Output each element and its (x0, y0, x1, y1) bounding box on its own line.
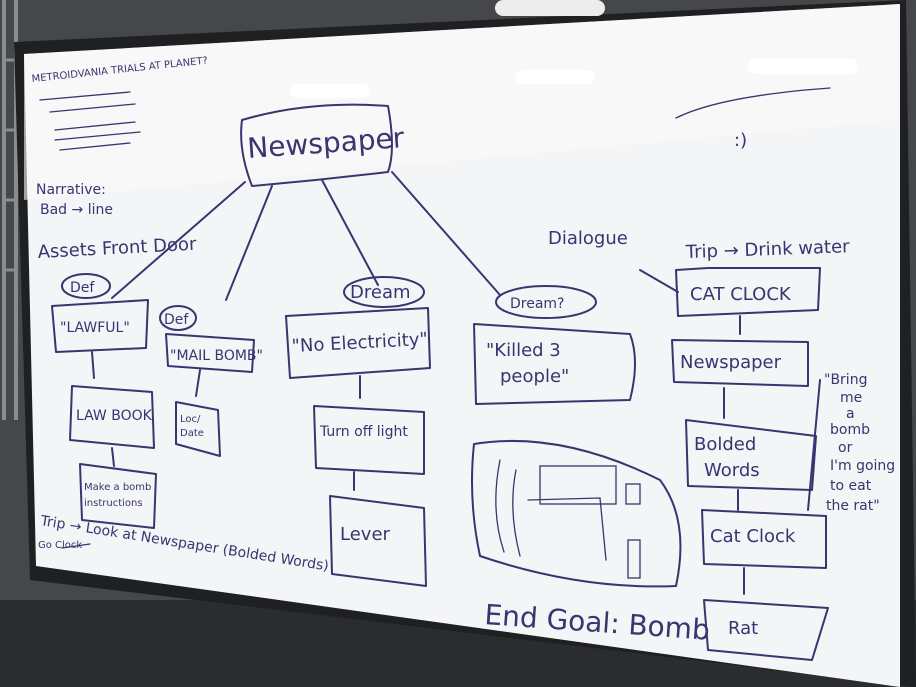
turn-off-light-label: Turn off light (319, 424, 408, 440)
room-sketch (471, 439, 682, 588)
bolded-line: Bolded (694, 434, 756, 455)
law-book-label: LAW BOOK (76, 408, 153, 424)
smiley-face: :) (734, 130, 747, 151)
rat-label: Rat (728, 618, 758, 639)
right-flow: Dialogue Trip → Drink water CAT CLOCK Ne… (548, 228, 895, 661)
mailbomb-label: "MAIL BOMB" (170, 348, 263, 364)
cat-clock-1: CAT CLOCK (690, 284, 792, 305)
light-glare (748, 58, 858, 74)
instructions-label: instructions (84, 498, 143, 509)
dream-question-tag: Dream? (510, 296, 565, 312)
dream-tag: Dream (350, 282, 411, 303)
narrative-label: Narrative: (36, 182, 106, 198)
def-branch-lawful: Def "LAWFUL" LAW BOOK Make a bomb instru… (51, 273, 157, 529)
connector-lines (111, 171, 501, 301)
go-clock-note: Go Clock (38, 540, 82, 551)
svg-text:or: or (838, 440, 853, 456)
svg-text:to eat: to eat (830, 478, 872, 494)
def-tag: Def (70, 280, 95, 296)
svg-text:a: a (846, 406, 855, 422)
light-glare (515, 70, 595, 84)
killed-line1: "Killed 3 (486, 340, 561, 361)
cat-clock-2: Cat Clock (710, 526, 796, 547)
svg-text:the rat": the rat" (826, 498, 880, 514)
svg-text:me: me (840, 390, 862, 406)
dream-branch-killed: Dream? "Killed 3 people" (473, 285, 636, 405)
date-label: Date (180, 428, 204, 439)
def-branch-mailbomb: Def "MAIL BOMB" Loc/ Date (159, 305, 263, 457)
make-bomb-label: Make a bomb (84, 482, 151, 493)
newspaper-step: Newspaper (680, 352, 782, 373)
killed-line2: people" (500, 366, 569, 387)
light-glare (290, 84, 370, 98)
svg-text:"Bring: "Bring (824, 372, 867, 388)
dialogue-label: Dialogue (548, 228, 628, 249)
narrative-sub: Bad → line (40, 202, 113, 218)
top-right-doodles: :) (675, 87, 831, 151)
svg-text:bomb: bomb (830, 422, 870, 438)
lawful-label: "LAWFUL" (60, 320, 130, 336)
light-glare (495, 0, 605, 16)
top-left-notes: METROIDVANIA TRIALS AT PLANET? Narrative… (31, 56, 208, 263)
bring-bomb-quote: "Bring me a bomb or I'm going to eat the… (824, 372, 895, 514)
def-tag-2: Def (164, 312, 189, 328)
lever-label: Lever (340, 524, 391, 545)
words-line: Words (704, 460, 760, 481)
loc-label: Loc/ (180, 414, 201, 425)
svg-text:I'm going: I'm going (830, 458, 895, 474)
